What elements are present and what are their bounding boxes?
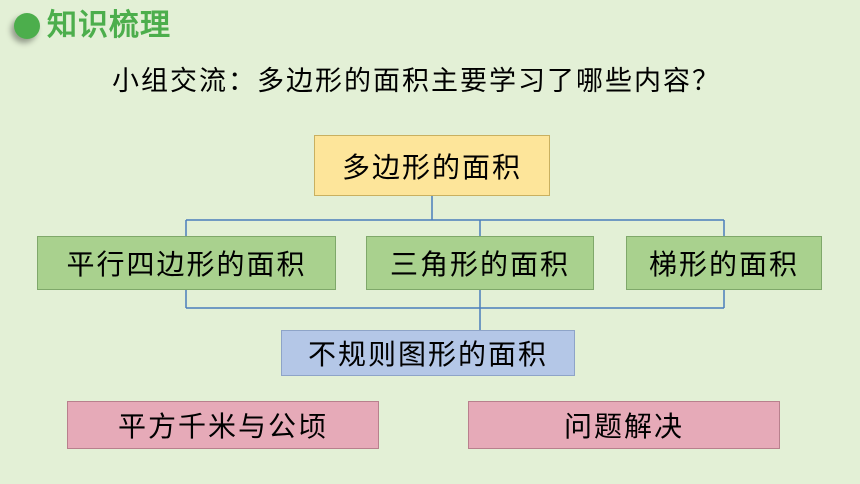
- extra-node-area-units: 平方千米与公顷: [67, 401, 379, 449]
- child-node-parallelogram: 平行四边形的面积: [37, 236, 336, 290]
- child-node-trapezoid: 梯形的面积: [626, 236, 822, 290]
- section-title: 知识梳理: [47, 8, 171, 43]
- extra-node-problem-solving: 问题解决: [468, 401, 780, 449]
- header-bullet-icon: [14, 13, 40, 39]
- root-node: 多边形的面积: [314, 135, 550, 196]
- merge-node-irregular: 不规则图形的面积: [281, 330, 575, 376]
- discussion-question: 小组交流：多边形的面积主要学习了哪些内容？: [112, 66, 721, 97]
- child-node-triangle: 三角形的面积: [366, 236, 594, 290]
